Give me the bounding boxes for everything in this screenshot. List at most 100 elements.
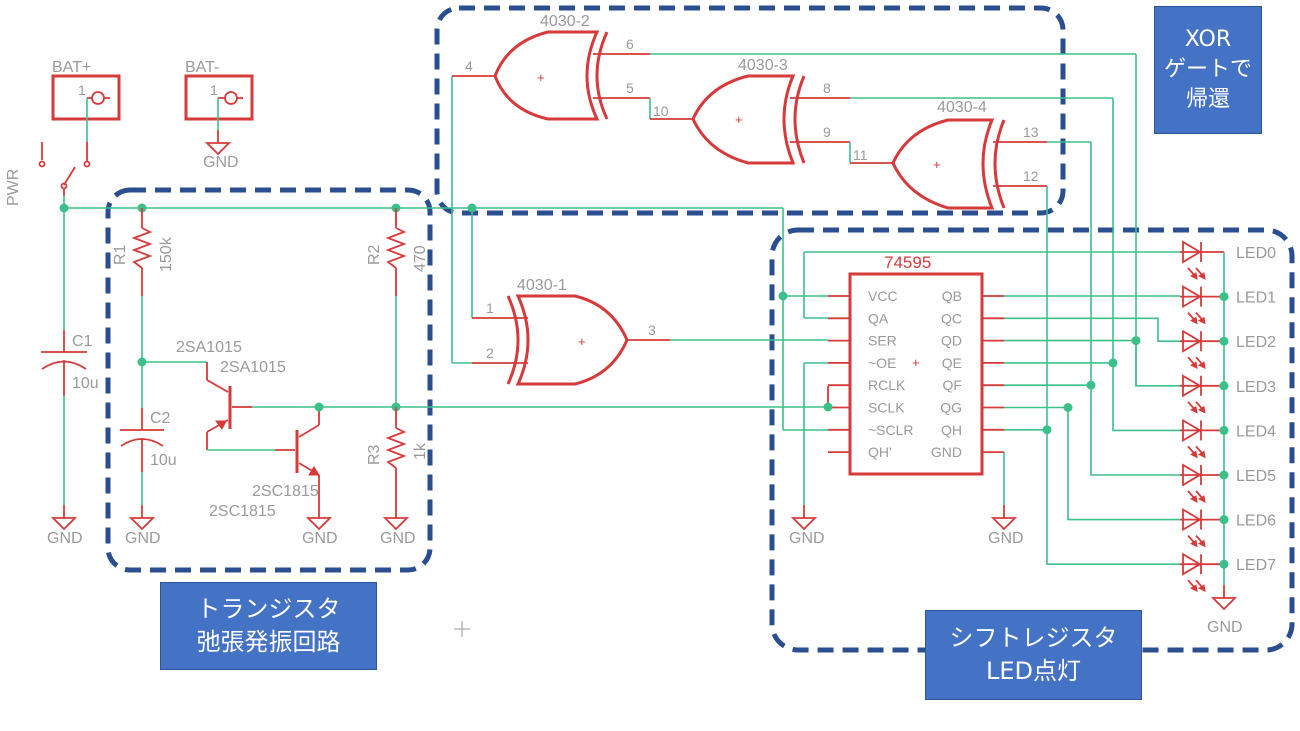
sr-pin-label: ~SCLR: [868, 422, 914, 438]
xor4-pin-a: 11: [853, 147, 868, 163]
led-7: LED7: [1180, 552, 1276, 593]
note-line: LED点灯: [985, 657, 1081, 685]
gnd-label: GND: [47, 530, 83, 547]
battery-minus-connector: BAT- 1: [184, 59, 254, 121]
c1-label: C1: [72, 333, 93, 350]
led-label: LED4: [1236, 423, 1276, 440]
sr-pin-label: QF: [943, 377, 962, 393]
note-line: シフトレジスタ: [949, 624, 1118, 652]
sr-pin-label: RCLK: [868, 377, 906, 393]
xor1-pin-out: 3: [648, 322, 656, 338]
c1-value: 10u: [72, 375, 99, 392]
r2-label: R2: [366, 244, 383, 265]
led-6: LED6: [1180, 508, 1276, 548]
c2-label: C2: [150, 410, 171, 427]
shift-register-74595: [848, 272, 984, 476]
bat-minus-label: BAT-: [185, 59, 219, 76]
r3-value: 1k: [412, 442, 429, 460]
r2-value: 470: [412, 245, 429, 272]
note-line: 弛張発振回路: [196, 628, 341, 656]
sr-pin-label: QH: [941, 422, 962, 438]
led-4: LED4: [1180, 418, 1276, 459]
sr-pin-label: QC: [941, 310, 962, 326]
origin-cross-icon: [454, 621, 470, 637]
led-1: LED1: [1180, 285, 1276, 325]
sr-pin-label: SCLK: [868, 400, 905, 416]
gnd-label: GND: [125, 530, 161, 547]
r3-resistor: [385, 427, 407, 469]
xor1-pin-a: 1: [486, 300, 494, 316]
bat-plus-pin: 1: [78, 82, 86, 98]
gnd-symbol-icon: [790, 517, 818, 531]
shift-register-pins: VCCQASER~OERCLKSCLK~SCLRQH'QBQCQDQEQFQGQ…: [828, 288, 1004, 460]
xor2-pin-b: 5: [626, 80, 634, 96]
r3-label: R3: [366, 444, 383, 465]
xor-region-box: [434, 5, 1066, 216]
xor3-pin-a: 10: [653, 103, 669, 119]
r2-resistor: [385, 227, 407, 269]
xor1-pin-b: 2: [486, 345, 494, 361]
xor4-label: 4030-4: [937, 99, 987, 116]
r1-value: 150k: [158, 236, 175, 272]
xor4-pin-out: 13: [1023, 124, 1039, 140]
gnd-symbol-icon: [305, 517, 333, 531]
gnd-label: GND: [1207, 619, 1243, 636]
led-label: LED2: [1236, 334, 1276, 351]
note-line: ゲートで: [1163, 57, 1252, 82]
led-label: LED6: [1236, 513, 1276, 530]
gnd-symbol-icon: [1210, 597, 1238, 611]
note-line: トランジスタ: [196, 595, 341, 623]
gnd-symbol-icon: [382, 517, 410, 531]
sr-pin-label: QD: [941, 333, 962, 349]
note-line: XOR: [1184, 27, 1232, 52]
sr-pin-label: GND: [931, 444, 962, 460]
junction-dot: [1063, 403, 1073, 412]
svg-text:+: +: [537, 70, 545, 85]
xor2-pin-a: 4: [465, 58, 473, 74]
sr-pin-label: QG: [940, 400, 962, 416]
xor-gate-4030-4: +: [891, 118, 1006, 210]
gnd-label: GND: [380, 530, 416, 547]
xor3-pin-b: 9: [823, 124, 831, 140]
bat-minus-pin: 1: [210, 82, 218, 98]
led-5: LED5: [1180, 463, 1276, 503]
pwr-switch-label: PWR: [5, 169, 22, 206]
svg-text:+: +: [912, 355, 920, 370]
c2-value: 10u: [150, 452, 177, 469]
gnd-label: GND: [302, 530, 338, 547]
led-label: LED3: [1236, 379, 1276, 396]
xor3-label: 4030-3: [738, 57, 788, 74]
xor3-pin-out: 8: [823, 80, 831, 96]
svg-text:+: +: [578, 334, 586, 349]
gnd-label: GND: [988, 530, 1024, 547]
battery-plus-connector: BAT+ 1: [51, 59, 121, 121]
led-label: LED0: [1236, 245, 1276, 262]
gnd-label: GND: [203, 154, 239, 171]
sr-pin-label: QB: [942, 288, 962, 304]
led-2: LED2: [1180, 329, 1276, 370]
gnd-symbol-icon: [50, 517, 78, 531]
oscillator-region-box: [105, 187, 433, 573]
q2-value: 2SC1815: [209, 503, 276, 520]
gnd-symbol-icon: [990, 517, 1018, 531]
svg-text:+: +: [933, 157, 941, 172]
sr-pin-label: QH': [868, 444, 892, 460]
gnd-symbol-icon: [128, 517, 156, 531]
oscillator-note: トランジスタ 弛張発振回路: [160, 582, 377, 670]
bat-plus-label: BAT+: [52, 59, 91, 76]
xor2-pin-out: 6: [626, 36, 634, 52]
xor-gate-4030-3: +: [691, 74, 806, 165]
xor1-label: 4030-1: [517, 277, 567, 294]
note-line: 帰還: [1185, 87, 1230, 112]
led-0: LED0: [1180, 240, 1276, 280]
sr-pin-label: VCC: [868, 288, 898, 304]
r1-resistor: [131, 227, 153, 269]
led-3: LED3: [1180, 374, 1276, 414]
led-label: LED5: [1236, 468, 1276, 485]
gnd-symbol-icon: [204, 142, 232, 156]
sr-pin-label: ~OE: [868, 355, 896, 371]
gnd-label: GND: [789, 530, 825, 547]
ic-74595-label: 74595: [884, 253, 931, 272]
